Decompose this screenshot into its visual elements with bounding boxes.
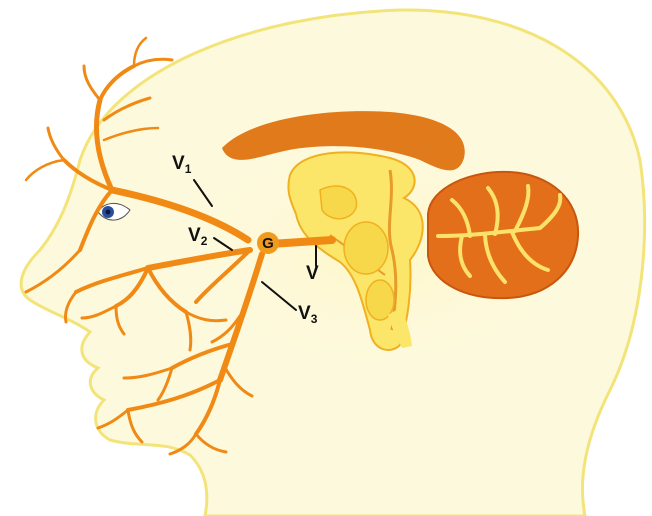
v2-label: V2 — [188, 226, 207, 247]
v3-label-subscript: 3 — [311, 312, 318, 326]
v3-label-main: V — [298, 303, 311, 324]
v1-label-main: V — [172, 153, 185, 174]
v2-label-main: V — [188, 225, 201, 246]
v1-label-subscript: 1 — [185, 162, 192, 176]
v3-label: V3 — [298, 304, 317, 325]
brainstem-lobe — [344, 222, 388, 274]
ganglion-label: G — [257, 232, 279, 254]
trigeminal-trunk — [270, 240, 332, 244]
trigeminal-nerve-label: V — [306, 264, 319, 283]
brainstem-pons — [320, 186, 357, 219]
v2-label-subscript: 2 — [201, 234, 208, 248]
v1-label: V1 — [172, 154, 191, 175]
